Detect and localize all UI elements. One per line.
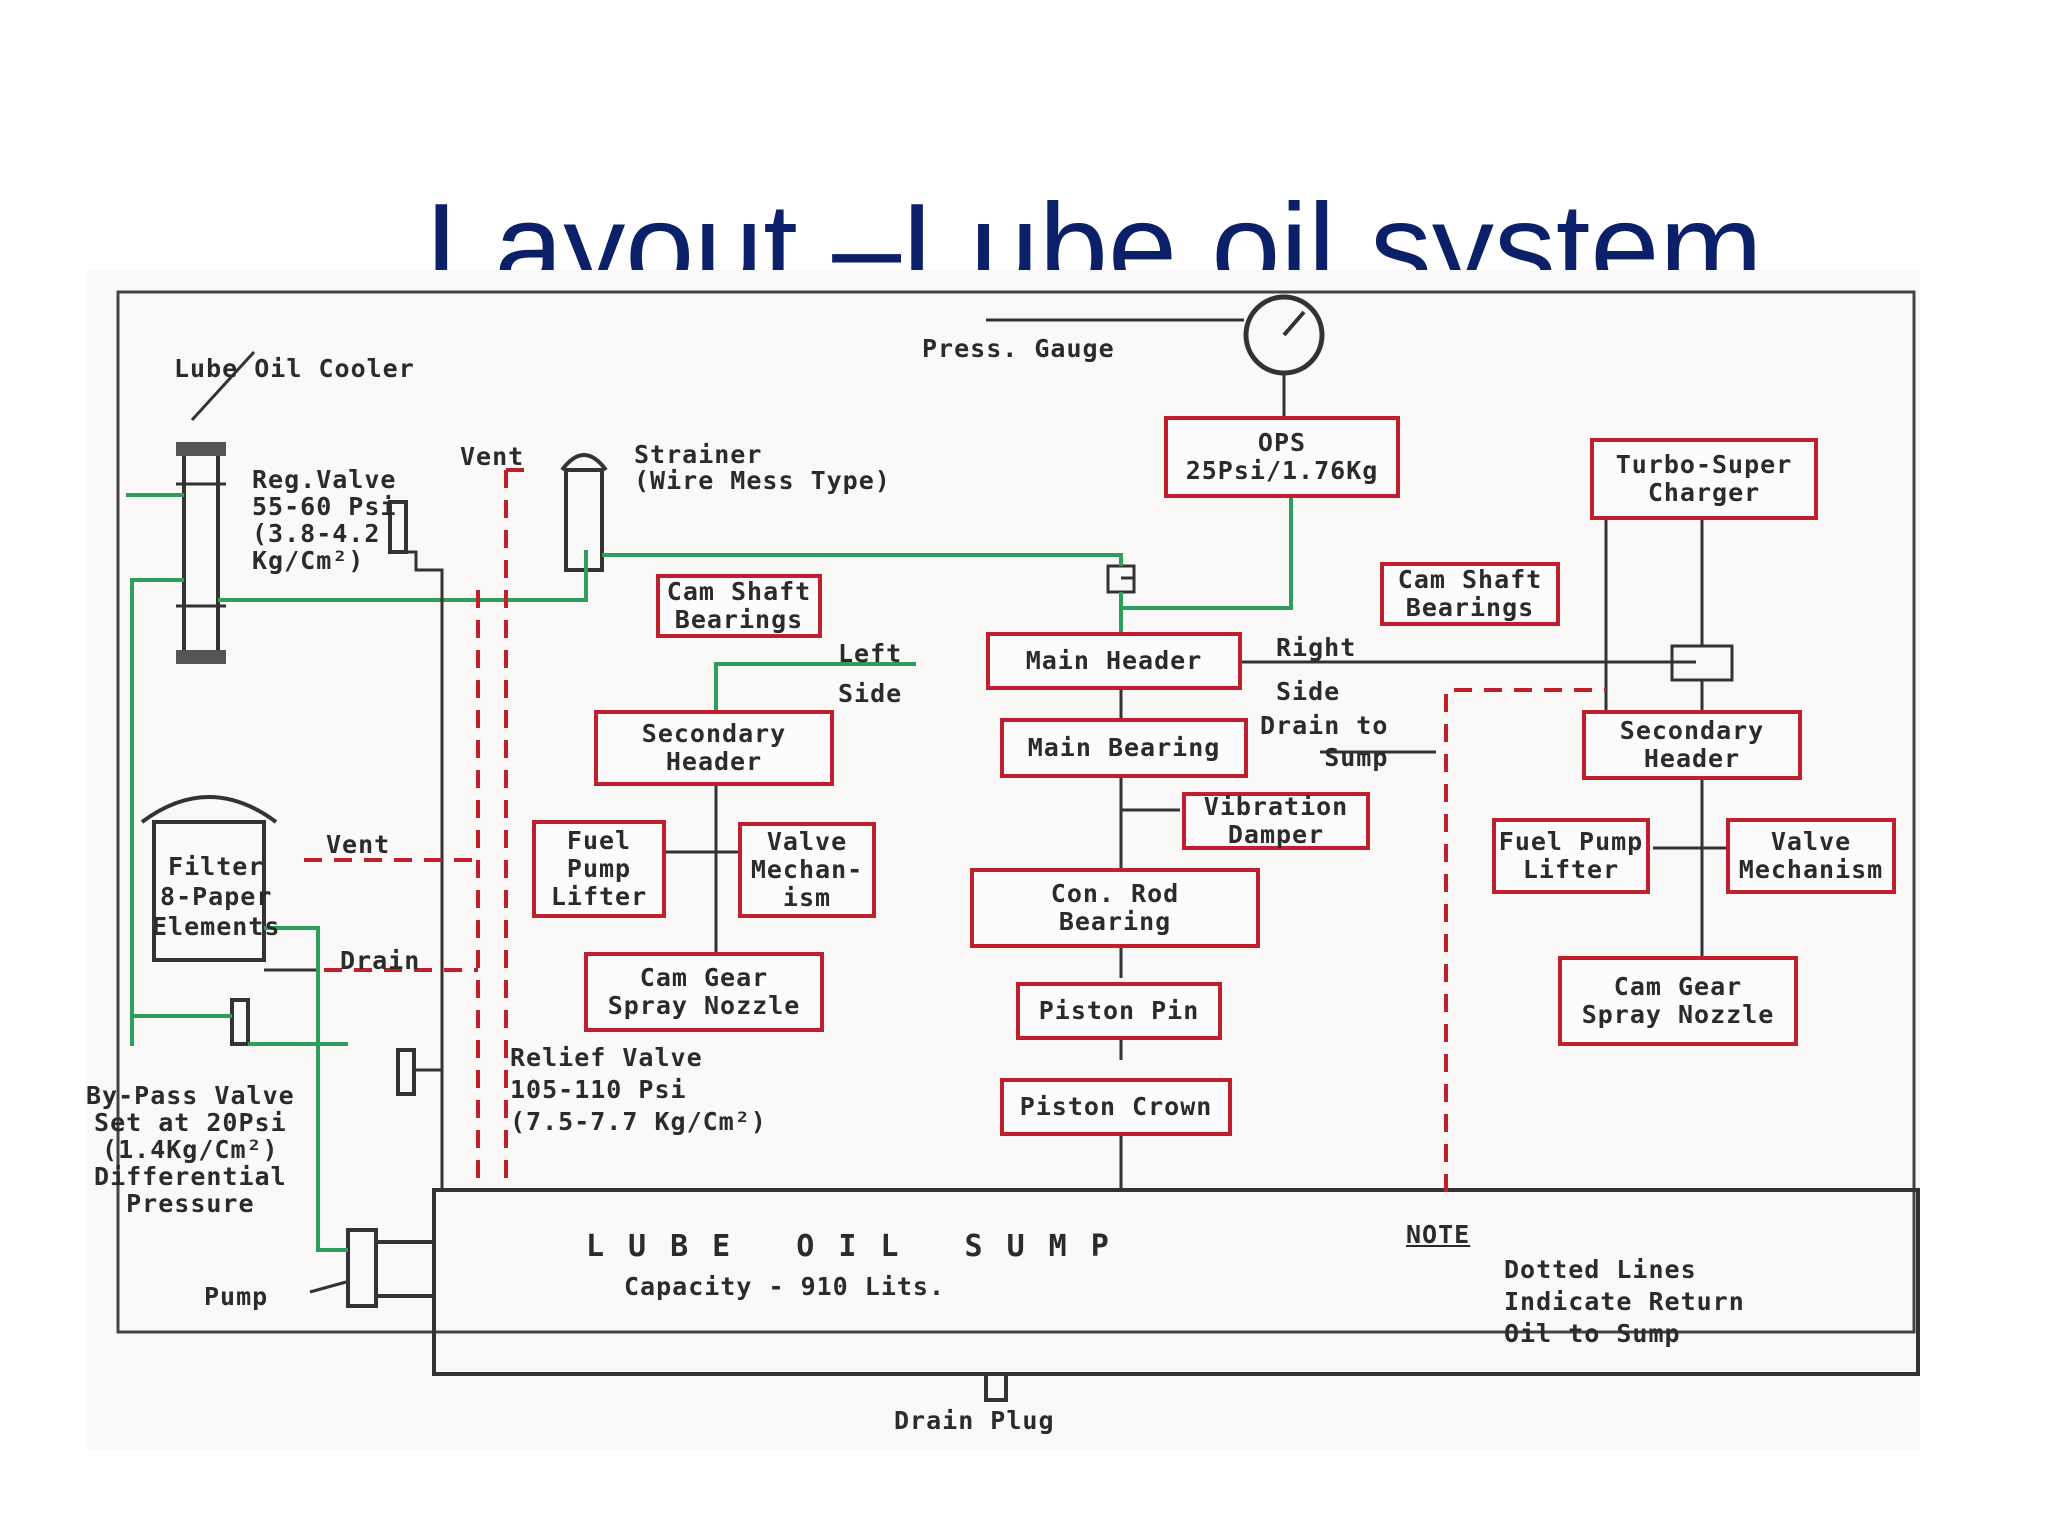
- bypass-valve-symbol: [230, 998, 250, 1046]
- note-heading: NOTE: [1406, 1220, 1471, 1249]
- fuel-pump-lifter-left-box: Fuel Pump Lifter: [532, 820, 666, 918]
- strainer-label: Strainer (Wire Mess Type): [634, 440, 891, 495]
- vibration-damper-box: Vibration Damper: [1182, 792, 1370, 850]
- drain-filter-label: Drain: [340, 946, 421, 975]
- left-side-label: Left Side: [838, 639, 903, 708]
- frame-border: [116, 290, 1916, 1334]
- note-text: Dotted Lines Indicate Return Oil to Sump: [1504, 1255, 1745, 1348]
- reg-valve-label: Reg.Valve 55-60 Psi (3.8-4.2 Kg/Cm²): [252, 465, 397, 575]
- main-header-box: Main Header: [986, 632, 1242, 690]
- sump-title: LUBE OIL SUMP: [586, 1229, 1133, 1264]
- relief-valve-label: Relief Valve 105-110 Psi (7.5-7.7 Kg/Cm²…: [510, 1043, 767, 1136]
- return-lines: [304, 468, 1606, 1192]
- pump-label: Pump: [204, 1282, 269, 1311]
- supply-lines: [126, 460, 1293, 1252]
- valve-mechanism-left-box: Valve Mechan- ism: [738, 822, 876, 918]
- bypass-valve-label: By-Pass Valve Set at 20Psi (1.4Kg/Cm²) D…: [86, 1081, 295, 1218]
- drain-plug-label: Drain Plug: [894, 1406, 1055, 1435]
- ops-box: OPS 25Psi/1.76Kg: [1164, 416, 1400, 498]
- lube-oil-cooler-label: Lube Oil Cooler: [174, 354, 415, 383]
- filter-body: [152, 820, 266, 962]
- sump-capacity: Capacity - 910 Lits.: [624, 1272, 946, 1301]
- main-bearing-box: Main Bearing: [1000, 718, 1248, 778]
- piston-crown-box: Piston Crown: [1000, 1078, 1232, 1136]
- drain-to-sump-label: Drain to Sump: [1260, 711, 1389, 772]
- vent-top-label: Vent: [460, 442, 525, 471]
- lube-oil-diagram: Lube Oil Cooler Press. Gauge Vent Strain…: [86, 270, 1920, 1450]
- connector-lines: [190, 318, 1726, 1294]
- cam-gear-spray-nozzle-right-box: Cam Gear Spray Nozzle: [1558, 956, 1798, 1046]
- cam-shaft-bearings-left-box: Cam Shaft Bearings: [656, 574, 822, 638]
- right-side-label: Right Side: [1276, 633, 1357, 706]
- cooler-body: [182, 446, 220, 660]
- con-rod-bearing-box: Con. Rod Bearing: [970, 868, 1260, 948]
- press-gauge-label: Press. Gauge: [922, 334, 1115, 363]
- pump-body: [346, 1228, 378, 1308]
- valve-mechanism-right-box: Valve Mechanism: [1726, 818, 1896, 894]
- fuel-pump-lifter-right-box: Fuel Pump Lifter: [1492, 818, 1650, 894]
- secondary-header-left-box: Secondary Header: [594, 710, 834, 786]
- pump-flange: [374, 1240, 436, 1298]
- drain-plug-pipe: [984, 1374, 1008, 1402]
- filter-label: Filter 8-Paper Elements: [152, 852, 281, 941]
- secondary-header-right-box: Secondary Header: [1582, 710, 1802, 780]
- cooler-cap-bottom: [176, 650, 226, 664]
- cam-shaft-bearings-right-box: Cam Shaft Bearings: [1380, 562, 1560, 626]
- cooler-cap-top: [176, 442, 226, 456]
- piston-pin-box: Piston Pin: [1016, 982, 1222, 1040]
- cam-gear-spray-nozzle-left-box: Cam Gear Spray Nozzle: [584, 952, 824, 1032]
- relief-valve-symbol: [396, 1048, 416, 1096]
- turbo-charger-box: Turbo-Super Charger: [1590, 438, 1818, 520]
- vent-filter-label: Vent: [326, 830, 391, 859]
